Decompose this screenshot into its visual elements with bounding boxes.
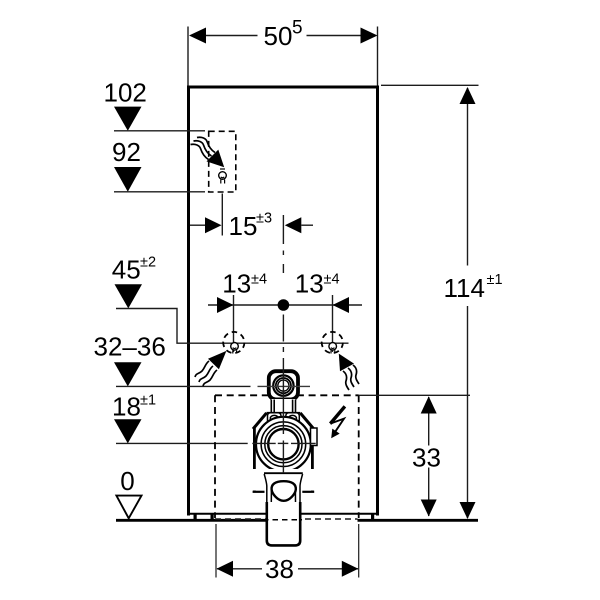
svg-text:18: 18 [112,392,141,422]
svg-text:102: 102 [104,77,147,107]
svg-text:38: 38 [265,554,294,584]
svg-text:0: 0 [120,466,134,496]
svg-text:5: 5 [292,18,303,39]
svg-text:114: 114 [444,273,485,303]
svg-text:32–36: 32–36 [94,331,166,361]
svg-text:±2: ±2 [140,255,156,271]
svg-text:45: 45 [112,255,141,285]
svg-text:±4: ±4 [251,271,267,287]
svg-text:13: 13 [222,268,251,298]
svg-text:±4: ±4 [324,271,340,287]
svg-text:15: 15 [229,211,258,241]
svg-text:13: 13 [295,268,324,298]
svg-text:±1: ±1 [140,392,156,408]
svg-text:±1: ±1 [487,272,503,288]
svg-text:50: 50 [264,21,293,51]
svg-text:±3: ±3 [256,211,272,227]
svg-text:33: 33 [412,442,441,472]
svg-text:92: 92 [112,137,141,167]
